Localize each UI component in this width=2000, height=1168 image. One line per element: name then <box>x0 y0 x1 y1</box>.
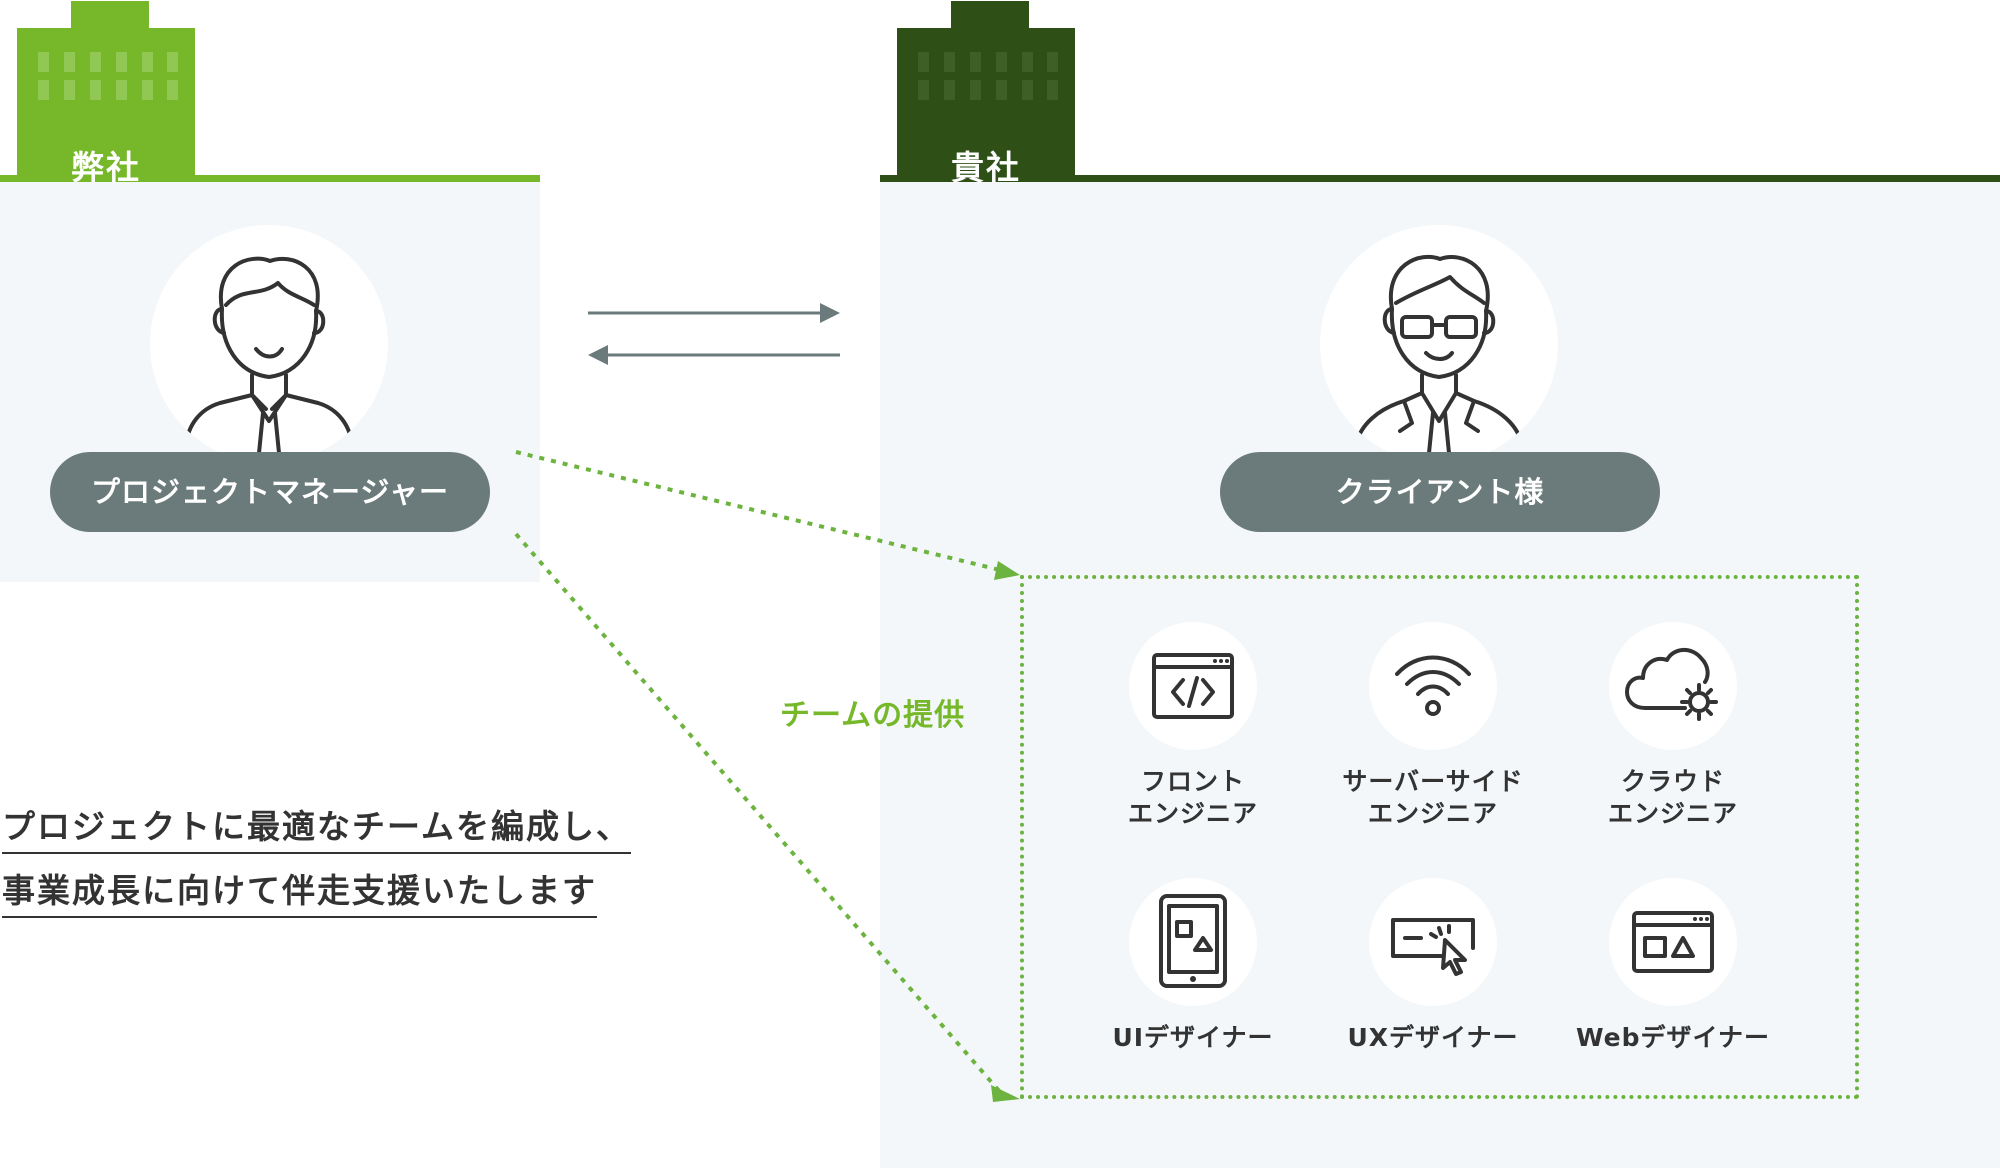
wifi-icon <box>1395 655 1471 716</box>
our-company-building: 弊社 <box>17 1 195 187</box>
role-front-engineer: フロント エンジニア <box>1083 622 1303 830</box>
role-label: Webデザイナー <box>1575 1023 1771 1052</box>
code-window-icon <box>1152 653 1234 719</box>
client-company-rule <box>880 175 2000 182</box>
our-company-label: 弊社 <box>71 148 141 187</box>
team-offer-label: チームの提供 <box>780 698 966 733</box>
building-roof <box>951 1 1029 28</box>
client-avatar <box>1320 225 1558 463</box>
role-web-designer: Webデザイナー <box>1563 878 1783 1054</box>
cursor-click-icon <box>1391 918 1475 976</box>
role-label: フロント エンジニア <box>1127 767 1258 828</box>
cloud-gear-icon <box>1625 648 1718 721</box>
building-roof <box>71 1 149 28</box>
project-manager-avatar <box>150 225 388 463</box>
project-manager-pill: プロジェクトマネージャー <box>50 452 490 532</box>
team-offer-connectors <box>514 450 1002 1094</box>
team-box <box>1020 575 1859 1099</box>
role-ux-designer: UXデザイナー <box>1323 878 1543 1054</box>
client-company-building: 貴社 <box>897 1 1075 187</box>
role-cloud-engineer: クラウド エンジニア <box>1563 622 1783 830</box>
tagline-line-2: 事業成長に向けて伴走支援いたします <box>2 864 597 918</box>
communication-arrows <box>588 303 840 365</box>
role-label: UXデザイナー <box>1347 1023 1519 1052</box>
tagline-line-1: プロジェクトに最適なチームを編成し、 <box>2 800 632 854</box>
tablet-shapes-icon <box>1159 894 1227 988</box>
our-company-rule <box>0 175 540 182</box>
role-server-side-engineer: サーバーサイド エンジニア <box>1323 622 1543 830</box>
role-label: UIデザイナー <box>1112 1023 1274 1052</box>
role-label: サーバーサイド エンジニア <box>1342 767 1524 828</box>
role-ui-designer: UIデザイナー <box>1083 878 1303 1054</box>
browser-shapes-icon <box>1632 911 1714 973</box>
role-label: クラウド エンジニア <box>1607 767 1738 828</box>
client-company-label: 貴社 <box>951 148 1021 187</box>
client-pill: クライアント様 <box>1220 452 1660 532</box>
